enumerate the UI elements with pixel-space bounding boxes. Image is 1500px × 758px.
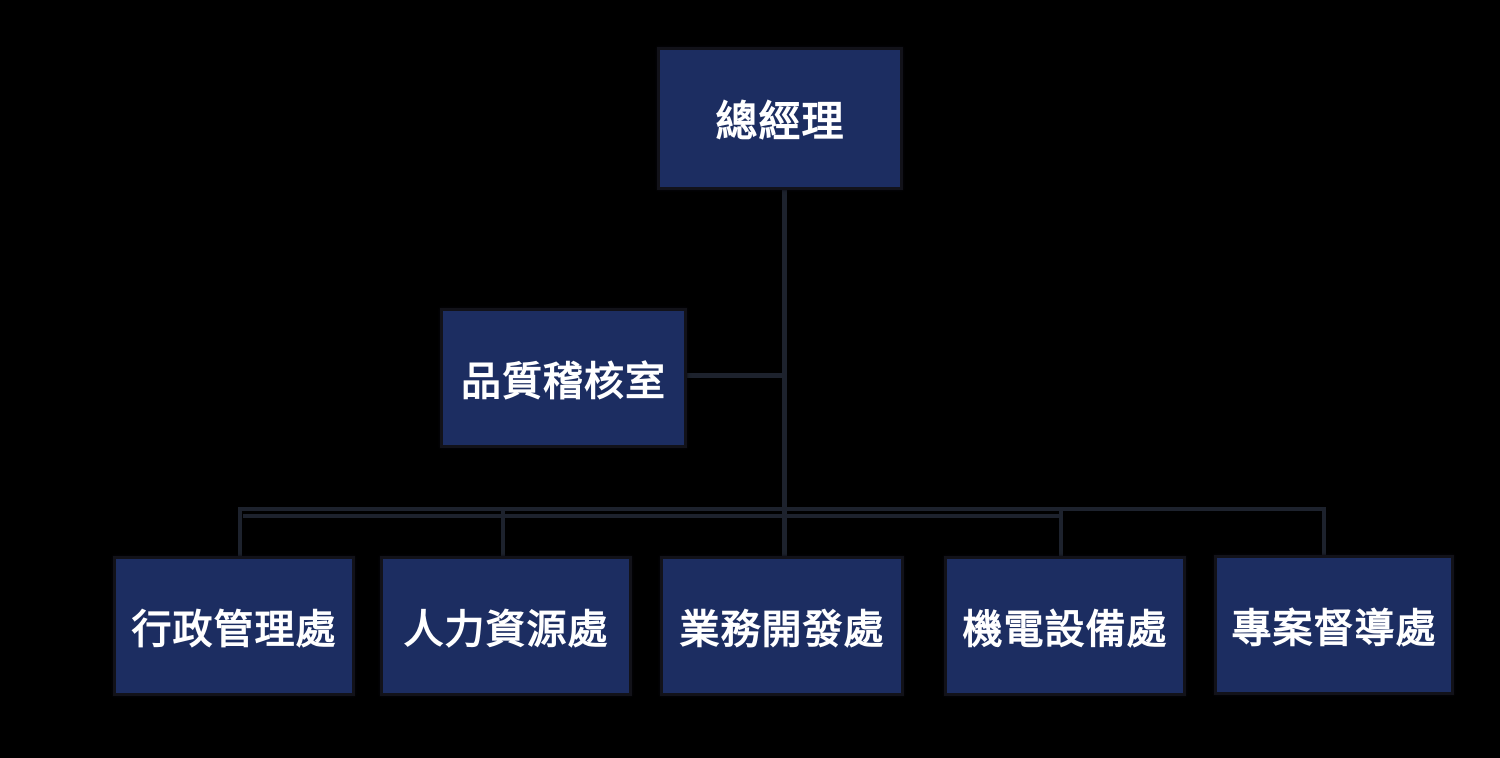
connector-drop-hr [501, 509, 505, 556]
org-node-project-supervision-dept: 專案督導處 [1214, 555, 1454, 695]
org-node-label: 行政管理處 [131, 607, 337, 653]
org-node-label: 機電設備處 [962, 607, 1168, 653]
connector-drop-mech [1059, 509, 1063, 556]
connector-horizontal-rail-upper [238, 507, 1326, 511]
connector-drop-admin [238, 507, 242, 556]
org-node-label: 總經理 [715, 97, 845, 146]
connector-quality-audit-branch [687, 373, 787, 378]
org-node-label: 品質稽核室 [461, 359, 666, 405]
org-node-mechanical-electrical-dept: 機電設備處 [944, 556, 1186, 696]
connector-horizontal-rail-lower [243, 514, 1063, 518]
org-node-admin-management-dept: 行政管理處 [113, 556, 355, 696]
org-node-label: 人力資源處 [403, 607, 609, 653]
connector-drop-project [1322, 507, 1326, 556]
org-node-business-development-dept: 業務開發處 [660, 556, 904, 696]
org-node-label: 業務開發處 [679, 607, 885, 653]
org-node-human-resources-dept: 人力資源處 [380, 556, 632, 696]
org-node-general-manager: 總經理 [657, 47, 903, 190]
org-node-label: 專案督導處 [1231, 606, 1437, 652]
org-node-quality-audit-office: 品質稽核室 [440, 308, 687, 448]
